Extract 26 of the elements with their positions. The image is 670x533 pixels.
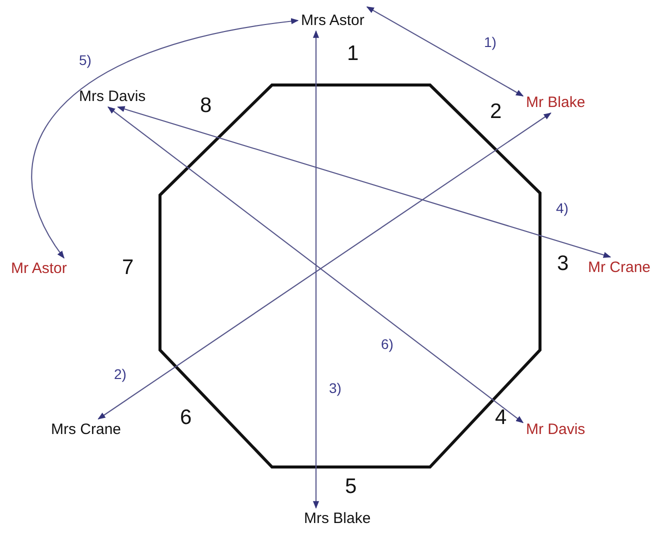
edge-label: 4) — [555, 200, 570, 216]
seat-number: 8 — [200, 94, 212, 118]
double-arrow — [366, 6, 524, 96]
seat-number: 6 — [180, 406, 192, 430]
seat-number: 4 — [495, 406, 507, 430]
seat-number: 3 — [557, 252, 569, 276]
edge-label: 1) — [483, 34, 498, 50]
seat-number: 2 — [490, 100, 502, 124]
seat-number: 7 — [122, 256, 134, 280]
person-name: Mrs Crane — [48, 419, 124, 440]
double-arrow — [117, 106, 612, 258]
person-name: Mrs Blake — [301, 508, 374, 529]
person-name: Mrs Astor — [298, 10, 368, 31]
seat-number: 5 — [345, 475, 357, 499]
edge-label: 3) — [328, 380, 342, 396]
person-name: Mr Blake — [523, 92, 588, 113]
edge-label: 5) — [78, 52, 92, 68]
person-name: Mr Crane — [585, 257, 654, 278]
person-name: Mr Davis — [523, 419, 588, 440]
person-name: Mrs Davis — [76, 86, 149, 107]
double-arrow — [31, 18, 299, 259]
edge-label: 2) — [113, 366, 128, 382]
double-arrow — [312, 30, 320, 509]
seat-number: 1 — [347, 42, 359, 66]
edge-label: 6) — [380, 336, 394, 352]
person-name: Mr Astor — [8, 258, 70, 279]
